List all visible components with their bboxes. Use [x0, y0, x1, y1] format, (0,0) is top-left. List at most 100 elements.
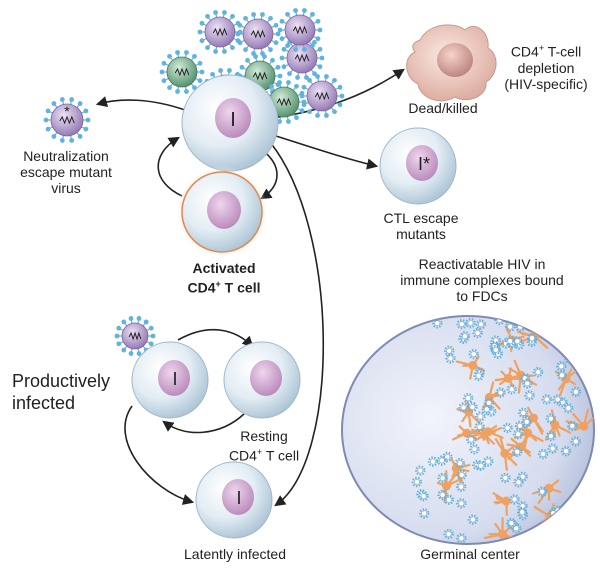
- central-infected-cell: I: [181, 74, 279, 172]
- immune-complex-virion: [563, 402, 574, 414]
- immune-complex-virion: [415, 465, 426, 476]
- immune-complex-virion: [459, 331, 471, 342]
- immune-complex-virion: [443, 528, 454, 540]
- immune-complex-virion: [456, 318, 467, 330]
- cd4-depletion-label: CD4+ T-cell depletion (HIV-specific): [504, 43, 588, 92]
- immune-complex-virion: [567, 420, 578, 432]
- fdc-cell: [483, 517, 516, 540]
- immune-complex-virion: [445, 353, 456, 364]
- immune-complex-virion: [456, 533, 467, 544]
- immune-complex-virion: [436, 455, 448, 466]
- immune-complex-virion: [502, 422, 513, 434]
- immune-complex-virion: [590, 370, 594, 381]
- immune-complex-virion: [518, 407, 529, 419]
- ctl-escape-label: CTL escape mutants: [383, 210, 459, 242]
- immune-complex-virion: [418, 490, 429, 502]
- fdc-cell: [494, 367, 526, 388]
- virion-8: [299, 74, 345, 118]
- arrow-resting-to-productive: [162, 413, 245, 434]
- arrow-to-ctl-escape: [275, 135, 379, 170]
- fdc-cell: [450, 457, 471, 484]
- immune-complex-virion: [495, 387, 506, 398]
- productively-infected-cell: I: [131, 341, 209, 419]
- arrow-to-neutralization-virus: [95, 96, 186, 111]
- virion-2: [235, 12, 281, 56]
- immune-complex-virion: [437, 472, 448, 484]
- immune-complex-virion: [556, 370, 568, 381]
- immune-complex-virion: [541, 394, 552, 405]
- immune-complex-virion: [512, 429, 524, 440]
- immune-complex-virion: [475, 319, 487, 330]
- virion-4: [159, 50, 205, 94]
- latently-infected-cell: I: [195, 461, 273, 539]
- immune-complex-virion: [514, 420, 526, 432]
- immune-complex-virion: [500, 472, 511, 484]
- immune-complex-virion: [552, 394, 563, 405]
- dead-killed-label: Dead/killed: [408, 100, 478, 116]
- virion-1: [197, 10, 243, 54]
- immune-complex-virion: [546, 537, 557, 544]
- ctl-escape-mutant-cell: I*: [379, 127, 457, 205]
- virus-mutant-mark: *: [64, 103, 70, 119]
- immune-complex-virion: [456, 469, 467, 481]
- arrow-activated-back: [157, 136, 183, 197]
- immune-complex-virion: [411, 476, 423, 488]
- budding-virion: [114, 316, 156, 356]
- immune-complex-virion: [521, 416, 532, 428]
- resting-cd4-t-cell: [223, 341, 301, 419]
- immune-complex-virion: [570, 436, 581, 447]
- immune-complex-virion: [522, 378, 533, 389]
- activated-cd4-label: Activated CD4+ T cell: [187, 260, 261, 296]
- immune-complex-virion: [454, 458, 466, 469]
- immune-complex-virion: [511, 446, 523, 457]
- immune-complex-virion: [483, 456, 494, 467]
- immune-complex-virion: [570, 386, 582, 398]
- immune-complex-virion: [516, 506, 528, 518]
- immune-complex-virion: [456, 498, 467, 509]
- arrow-productive-to-latent: [124, 405, 195, 505]
- immune-complex-virion: [504, 335, 516, 347]
- immune-complex-virion: [547, 443, 558, 454]
- immune-complex-virion: [532, 366, 544, 378]
- immune-complex-virion: [444, 345, 455, 356]
- immune-complex-virion: [483, 397, 495, 409]
- immune-complex-virion: [506, 517, 517, 529]
- neutralization-escape-label: Neutralization escape mutant virus: [20, 148, 112, 196]
- latently-infected-label: Latently infected: [184, 546, 286, 562]
- immune-complex-virion: [506, 384, 517, 395]
- immune-complex-virion: [473, 370, 484, 381]
- fdc-cell: [494, 437, 518, 471]
- fdc-cell: [473, 424, 504, 441]
- fdc-cell: [565, 408, 594, 431]
- immune-complex-virion: [469, 443, 480, 455]
- germinal-center-label: Germinal center: [420, 546, 520, 562]
- immune-complex-virion: [513, 477, 524, 488]
- immune-complex-virion: [545, 413, 557, 424]
- immune-complex-virion: [472, 327, 483, 339]
- immune-complex-virion: [545, 430, 557, 442]
- immune-complex-virion: [509, 494, 520, 505]
- fdc-cell: [492, 492, 511, 516]
- immune-complex-virion: [590, 383, 594, 394]
- fdc-cell: [544, 409, 572, 441]
- fdc-cell: [570, 330, 591, 365]
- immune-complex-virion: [465, 434, 477, 445]
- latent-cell-mark: I: [236, 488, 241, 508]
- immune-complex-virion: [524, 390, 535, 401]
- productively-infected-virion: [114, 316, 156, 356]
- immune-complex-virion: [419, 508, 430, 519]
- immune-complex-virion: [526, 332, 538, 344]
- productively-infected-label: Productively infected: [12, 371, 111, 413]
- immune-complex-virion: [474, 421, 485, 433]
- immune-complex-virion: [468, 348, 479, 360]
- immune-complex-virion: [512, 336, 523, 347]
- arrow-to-latently-infected: [269, 141, 325, 507]
- immune-complex-virion: [442, 451, 453, 463]
- immune-complex-virion: [475, 411, 486, 422]
- immune-complex-virion: [475, 460, 487, 471]
- immune-complex-virion: [550, 324, 561, 336]
- immune-complex-virion: [574, 316, 585, 327]
- immune-complex-virion: [437, 489, 448, 501]
- immune-complex-virion: [537, 448, 549, 460]
- mutant-virion: *: [43, 97, 91, 143]
